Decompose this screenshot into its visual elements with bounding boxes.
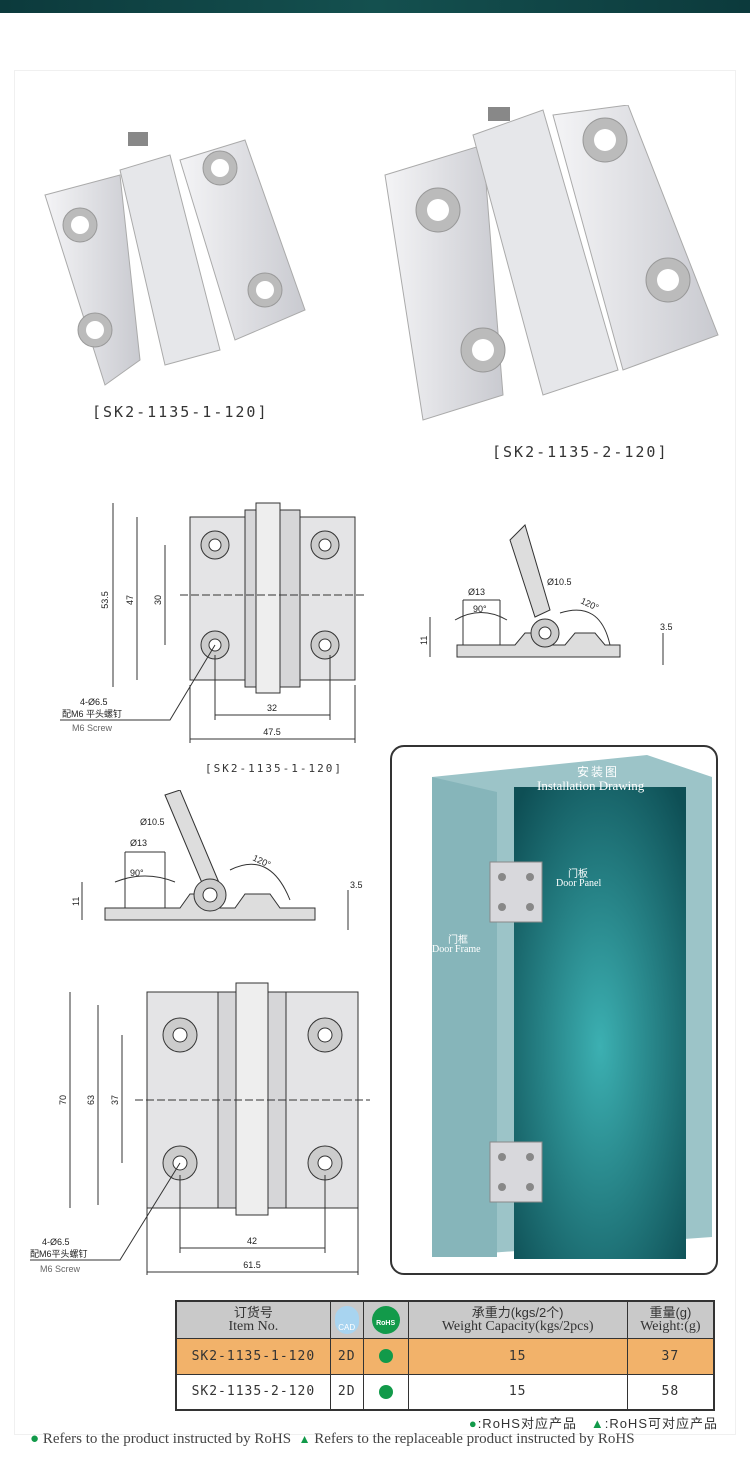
table-row: SK2-1135-2-120 2D 15 58 bbox=[175, 1373, 715, 1411]
leader-screw-en: M6 Screw bbox=[72, 723, 113, 733]
rohs-dot-icon bbox=[378, 1349, 393, 1363]
cell-item: SK2-1135-2-120 bbox=[175, 1373, 331, 1411]
side-hole-dim: Ø13 bbox=[468, 587, 485, 597]
cell-weight: 37 bbox=[626, 1337, 715, 1375]
cell-cad: 2D bbox=[329, 1337, 364, 1375]
leader-holes: 4-Ø6.5 bbox=[42, 1237, 70, 1247]
circle-icon: ● bbox=[30, 1431, 40, 1447]
dim-height-total: 70 bbox=[58, 1095, 68, 1105]
door-frame-en: Door Frame bbox=[432, 944, 481, 955]
door-frame-cn: 门框 bbox=[448, 935, 468, 946]
cad-icon: CAD bbox=[334, 1305, 359, 1334]
side-pin-dim: Ø10.5 bbox=[140, 817, 165, 827]
header-cad: CAD bbox=[329, 1300, 364, 1339]
side-countersink-dim: 90° bbox=[130, 868, 144, 878]
install-title-en: Installation Drawing bbox=[537, 778, 645, 793]
photo-2-label: [SK2-1135-2-120] bbox=[492, 443, 669, 461]
dim-width: 61.5 bbox=[243, 1260, 261, 1270]
door-panel-en: Door Panel bbox=[556, 878, 602, 889]
content-panel bbox=[14, 70, 736, 1435]
rohs-dot-icon bbox=[378, 1384, 393, 1399]
table-row: SK2-1135-1-120 2D 15 37 bbox=[175, 1337, 715, 1375]
top-banner bbox=[0, 0, 750, 13]
dim-height-total: 53.5 bbox=[100, 591, 110, 609]
drawing-2-side-view: Ø13 90° Ø10.5 120° 11 3.5 bbox=[71, 790, 363, 930]
dim-hole-pitch-h: 32 bbox=[267, 703, 277, 713]
circle-icon: ● bbox=[468, 1416, 478, 1431]
dim-height-plate: 63 bbox=[86, 1095, 96, 1105]
cell-rohs bbox=[362, 1373, 409, 1411]
dim-hole-pitch-v: 30 bbox=[153, 595, 163, 605]
header-rohs: RoHS bbox=[362, 1300, 409, 1339]
hinge-bottom-icon bbox=[489, 1141, 543, 1203]
drawing-1-side-view: Ø13 90° Ø10.5 120° 11 3.5 bbox=[419, 524, 673, 665]
dim-width: 47.5 bbox=[263, 727, 281, 737]
drawing-1-front-view: 53.5 47 30 32 47.5 4-Ø6.5 配M6 平头螺钉 M6 Sc… bbox=[60, 502, 365, 743]
dim-hole-pitch-h: 42 bbox=[247, 1236, 257, 1246]
leader-holes: 4-Ø6.5 bbox=[80, 697, 108, 707]
drawing-2-front-view: 70 63 37 42 61.5 4-Ø6.5 配M6平头螺钉 M6 Screw bbox=[30, 982, 370, 1275]
cell-capacity: 15 bbox=[407, 1337, 628, 1375]
dim-hole-pitch-v: 37 bbox=[110, 1095, 120, 1105]
drawing-1-label: [SK2-1135-1-120] bbox=[205, 762, 343, 775]
cell-rohs bbox=[362, 1337, 409, 1375]
legend-en: ● Refers to the product instructed by Ro… bbox=[30, 1431, 635, 1447]
install-title-cn: 安装图 bbox=[577, 765, 620, 779]
side-height-dim: 11 bbox=[419, 636, 429, 645]
photo-1-label: [SK2-1135-1-120] bbox=[92, 403, 269, 421]
leader-screw-en: M6 Screw bbox=[40, 1264, 81, 1274]
header-capacity: 承重力(kgs/2个)Weight Capacity(kgs/2pcs) bbox=[407, 1300, 628, 1339]
cell-item: SK2-1135-1-120 bbox=[175, 1337, 331, 1375]
cell-capacity: 15 bbox=[407, 1373, 628, 1411]
hinge-top-icon bbox=[489, 861, 543, 923]
installation-drawing: 安装图 Installation Drawing 门板 Door Panel 门… bbox=[390, 745, 718, 1275]
cell-cad: 2D bbox=[329, 1373, 364, 1411]
door-panel-cn: 门板 bbox=[568, 869, 588, 880]
side-angle-dim: 120° bbox=[251, 853, 272, 870]
header-weight: 重量(g)Weight:(g) bbox=[626, 1300, 715, 1339]
triangle-icon: ▲ bbox=[590, 1416, 605, 1431]
leader-screw-cn: 配M6 平头螺钉 bbox=[62, 709, 122, 719]
side-hole-dim: Ø13 bbox=[130, 838, 147, 848]
triangle-icon: ▲ bbox=[298, 1432, 311, 1446]
side-height-dim: 11 bbox=[71, 897, 81, 906]
hinge-photo-2 bbox=[384, 105, 719, 421]
cell-weight: 58 bbox=[626, 1373, 715, 1411]
side-thickness-dim: 3.5 bbox=[350, 880, 363, 890]
side-thickness-dim: 3.5 bbox=[660, 622, 673, 632]
hinge-photo-1 bbox=[44, 132, 306, 386]
side-countersink-dim: 90° bbox=[473, 604, 487, 614]
side-pin-dim: Ø10.5 bbox=[547, 577, 572, 587]
rohs-icon: RoHS bbox=[371, 1305, 400, 1334]
legend-cn: ●:RoHS对应产品 ▲:RoHS可对应产品 bbox=[468, 1416, 718, 1431]
leader-screw-cn: 配M6平头螺钉 bbox=[30, 1249, 88, 1259]
dim-height-plate: 47 bbox=[125, 595, 135, 605]
